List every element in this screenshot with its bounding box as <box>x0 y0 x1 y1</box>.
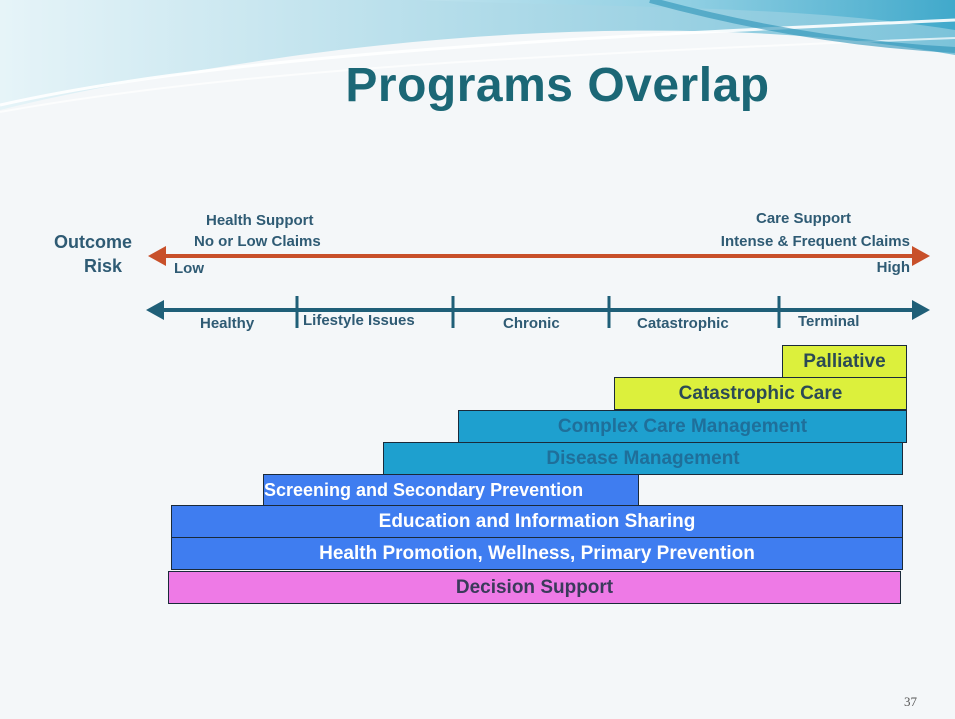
program-catastrophic-care: Catastrophic Care <box>614 377 907 410</box>
care-support-label: Care Support <box>755 210 851 227</box>
risk-high-label: High <box>876 259 910 276</box>
program-complex-care-management: Complex Care Management <box>458 410 907 443</box>
stage-catastrophic: Catastrophic <box>637 315 729 332</box>
program-health-promotion: Health Promotion, Wellness, Primary Prev… <box>171 537 903 570</box>
no-low-claims-label: No or Low Claims <box>194 233 321 250</box>
program-decision-support: Decision Support <box>168 571 901 604</box>
risk-low-label: Low <box>174 260 204 277</box>
program-palliative: Palliative <box>782 345 907 378</box>
health-support-label: Health Support <box>206 212 314 229</box>
intense-claims-label: Intense & Frequent Claims <box>720 233 910 250</box>
stage-healthy: Healthy <box>200 315 255 332</box>
outcome-label: Outcome <box>54 232 133 252</box>
stage-lifestyle: Lifestyle Issues <box>303 312 415 329</box>
stage-chronic: Chronic <box>503 315 560 332</box>
program-disease-management: Disease Management <box>383 442 903 475</box>
program-education-information-sharing: Education and Information Sharing <box>171 505 903 538</box>
risk-label: Risk <box>84 256 123 276</box>
slide-title: Programs Overlap <box>345 59 770 112</box>
stage-arrow <box>146 296 930 328</box>
stage-terminal: Terminal <box>798 313 860 330</box>
page-number: 37 <box>904 694 917 709</box>
header-swoosh <box>0 0 955 130</box>
program-screening-secondary-prevention: Screening and Secondary Prevention <box>263 474 639 506</box>
risk-arrow <box>148 246 930 266</box>
